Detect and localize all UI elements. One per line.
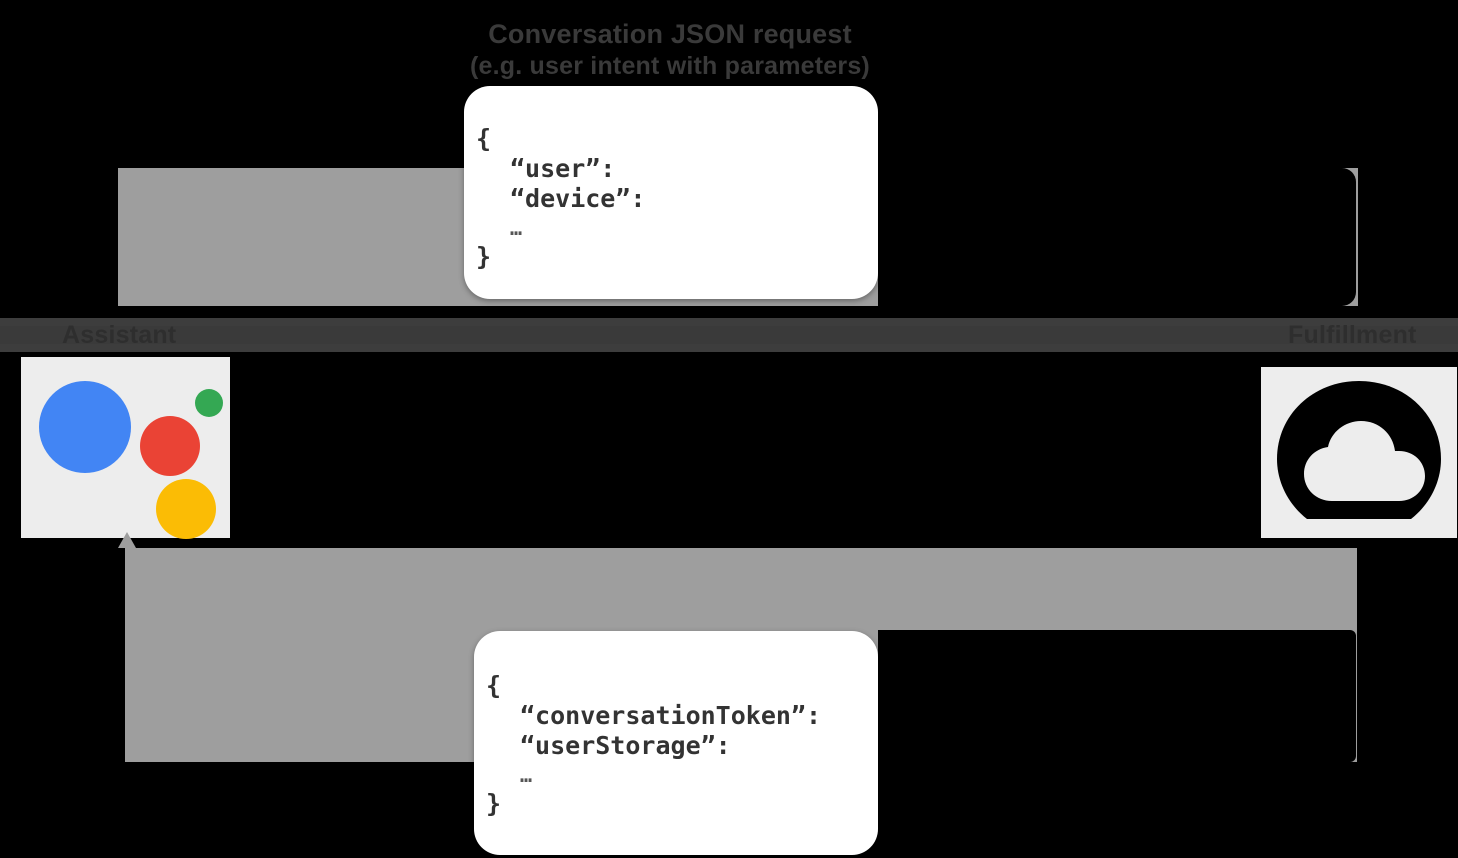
- top-flow-caption: Conversation JSON request (e.g. user int…: [0, 18, 1340, 82]
- google-cloud-icon: [1277, 381, 1441, 519]
- response-open-brace: {: [486, 671, 502, 700]
- response-key-conversation-token: “conversationToken”:: [520, 701, 822, 730]
- assistant-label: Assistant: [62, 321, 177, 349]
- center-divider-band-inner: [0, 326, 1458, 344]
- response-close-brace: }: [486, 789, 502, 818]
- response-json-card: { “conversationToken”: “userStorage”: … …: [474, 631, 878, 855]
- response-ellipsis: …: [520, 763, 533, 787]
- response-key-user-storage: “userStorage”:: [520, 731, 731, 760]
- request-key-device: “device”:: [510, 184, 646, 213]
- request-close-brace: }: [476, 242, 492, 271]
- bottom-occluder-panel: [878, 630, 1356, 762]
- top-flow-caption-subtitle: (e.g. user intent with parameters): [470, 52, 870, 80]
- fulfillment-node-tile[interactable]: [1261, 367, 1457, 538]
- response-arrow-head-icon: [118, 532, 136, 548]
- google-assistant-icon-blue-dot: [39, 381, 131, 473]
- request-open-brace: {: [476, 124, 492, 153]
- fulfillment-label: Fulfillment: [1288, 321, 1417, 349]
- request-key-user: “user”:: [510, 154, 616, 183]
- google-assistant-icon-green-dot: [195, 389, 223, 417]
- assistant-node-tile[interactable]: [21, 357, 230, 539]
- top-flow-caption-title: Conversation JSON request: [488, 19, 852, 49]
- request-ellipsis: …: [510, 216, 523, 240]
- google-assistant-icon-red-dot: [140, 416, 200, 476]
- top-occluder-panel: [878, 168, 1356, 306]
- google-assistant-icon-yellow-dot: [156, 479, 216, 539]
- request-json-card: { “user”: “device”: … }: [464, 86, 878, 299]
